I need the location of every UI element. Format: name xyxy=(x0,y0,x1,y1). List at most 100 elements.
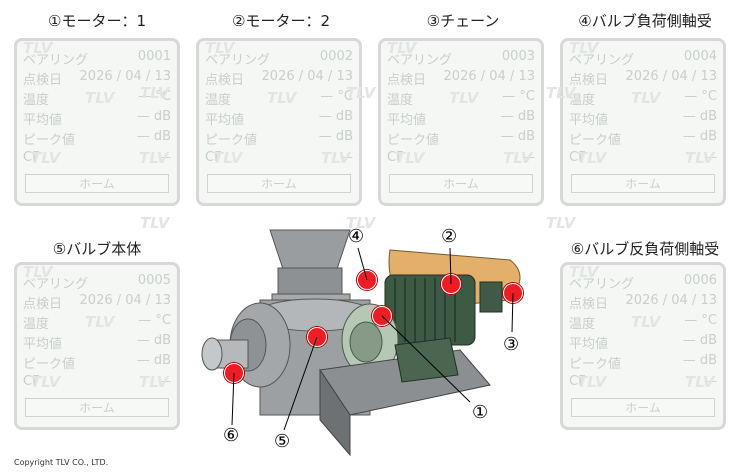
peak-label: ピーク値 xyxy=(23,133,76,148)
bearing-value: 0005 xyxy=(137,273,171,288)
cf-value: — xyxy=(704,374,717,389)
date-value: 2026 / 04 / 13 xyxy=(79,293,171,308)
avg-label: 平均値 xyxy=(569,337,609,352)
cf-value: — xyxy=(158,374,171,389)
bearing-value: 0004 xyxy=(683,49,717,64)
avg-label: 平均値 xyxy=(23,113,63,128)
tlv-watermark: TLV xyxy=(569,39,599,57)
bearing-value: 0002 xyxy=(319,49,353,64)
tlv-watermark: TLV xyxy=(631,313,661,331)
date-label: 点検日 xyxy=(23,297,63,312)
cf-value: — xyxy=(340,150,353,165)
tlv-watermark: TLV xyxy=(139,373,169,391)
callout-1: ① xyxy=(472,402,489,423)
peak-value: — dB xyxy=(500,129,535,144)
date-label: 点検日 xyxy=(569,73,609,88)
tlv-watermark: TLV xyxy=(631,89,661,107)
temp-value: — °C xyxy=(320,89,353,104)
avg-value: — dB xyxy=(136,333,171,348)
cf-label: CF xyxy=(205,150,222,165)
tlv-watermark: TLV xyxy=(346,214,376,232)
tlv-watermark: TLV xyxy=(140,214,170,232)
avg-label: 平均値 xyxy=(569,113,609,128)
bearing-value: 0006 xyxy=(683,273,717,288)
marker-motor-2[interactable] xyxy=(441,274,461,294)
motor-mount xyxy=(394,337,459,383)
peak-label: ピーク値 xyxy=(205,133,258,148)
tlv-watermark: TLV xyxy=(387,39,417,57)
cf-label: CF xyxy=(23,150,40,165)
marker-valve-load-bearing[interactable] xyxy=(357,270,377,290)
cf-value: — xyxy=(704,150,717,165)
tlv-watermark: TLV xyxy=(577,149,607,167)
home-button[interactable]: ホーム xyxy=(207,174,351,193)
peak-value: — dB xyxy=(318,129,353,144)
tlv-watermark: TLV xyxy=(503,149,533,167)
peak-value: — dB xyxy=(682,129,717,144)
callout-5: ⑤ xyxy=(274,431,291,452)
tlv-watermark: TLV xyxy=(449,89,479,107)
tlv-watermark: TLV xyxy=(85,313,115,331)
cf-label: CF xyxy=(387,150,404,165)
cf-value: — xyxy=(158,150,171,165)
temp-value: — °C xyxy=(502,89,535,104)
callout-4: ④ xyxy=(348,226,365,247)
marker-valve-body[interactable] xyxy=(307,327,327,347)
tlv-watermark: TLV xyxy=(685,149,715,167)
bearing-label: ベアリング xyxy=(387,53,453,68)
cf-label: CF xyxy=(23,374,40,389)
cf-value: — xyxy=(522,150,535,165)
panel-valve-load-bearing: ベアリング 0004 点検日 2026 / 04 / 13 温度 — °C 平均値 — … xyxy=(560,38,726,206)
peak-value: — dB xyxy=(136,129,171,144)
date-label: 点検日 xyxy=(569,297,609,312)
marker-motor-1[interactable] xyxy=(372,306,392,326)
cf-label: CF xyxy=(569,374,586,389)
panel-title-6: ⑥バルブ反負荷側軸受 xyxy=(570,240,720,258)
panel-title-2: ②モーター：2 xyxy=(232,12,330,30)
date-value: 2026 / 04 / 13 xyxy=(625,293,717,308)
temp-value: — °C xyxy=(684,89,717,104)
tlv-watermark: TLV xyxy=(31,149,61,167)
marker-chain[interactable] xyxy=(503,283,523,303)
callout-3: ③ xyxy=(503,334,520,355)
tlv-watermark: TLV xyxy=(205,39,235,57)
avg-value: — dB xyxy=(500,109,535,124)
date-value: 2026 / 04 / 13 xyxy=(625,69,717,84)
tlv-watermark: TLV xyxy=(140,84,170,102)
peak-label: ピーク値 xyxy=(569,357,622,372)
home-button[interactable]: ホーム xyxy=(571,174,715,193)
bearing-label: ベアリング xyxy=(23,53,89,68)
home-button[interactable]: ホーム xyxy=(389,174,533,193)
date-label: 点検日 xyxy=(23,73,63,88)
tlv-watermark: TLV xyxy=(267,89,297,107)
motor-body xyxy=(384,274,476,346)
date-value: 2026 / 04 / 13 xyxy=(79,69,171,84)
tlv-watermark: TLV xyxy=(395,149,425,167)
home-button[interactable]: ホーム xyxy=(25,398,169,417)
temp-label: 温度 xyxy=(569,317,596,332)
tlv-watermark: TLV xyxy=(213,149,243,167)
home-button[interactable]: ホーム xyxy=(25,174,169,193)
panel-title-4: ④バルブ負荷側軸受 xyxy=(578,12,712,30)
copyright: Copyright TLV CO., LTD. xyxy=(14,458,109,467)
avg-value: — dB xyxy=(136,109,171,124)
callout-2: ② xyxy=(441,226,458,247)
panel-title-1: ①モーター：1 xyxy=(48,12,146,30)
temp-label: 温度 xyxy=(205,93,232,108)
marker-valve-nonload-bearing[interactable] xyxy=(224,363,244,383)
bearing-label: ベアリング xyxy=(569,53,635,68)
home-button[interactable]: ホーム xyxy=(571,398,715,417)
temp-label: 温度 xyxy=(569,93,596,108)
callout-6: ⑥ xyxy=(223,425,240,446)
bearing-label: ベアリング xyxy=(569,277,635,292)
temp-label: 温度 xyxy=(23,317,50,332)
temp-value: — °C xyxy=(684,313,717,328)
tlv-watermark: TLV xyxy=(346,84,376,102)
tlv-watermark: TLV xyxy=(23,263,53,281)
tlv-watermark: TLV xyxy=(685,373,715,391)
tlv-watermark: TLV xyxy=(139,149,169,167)
